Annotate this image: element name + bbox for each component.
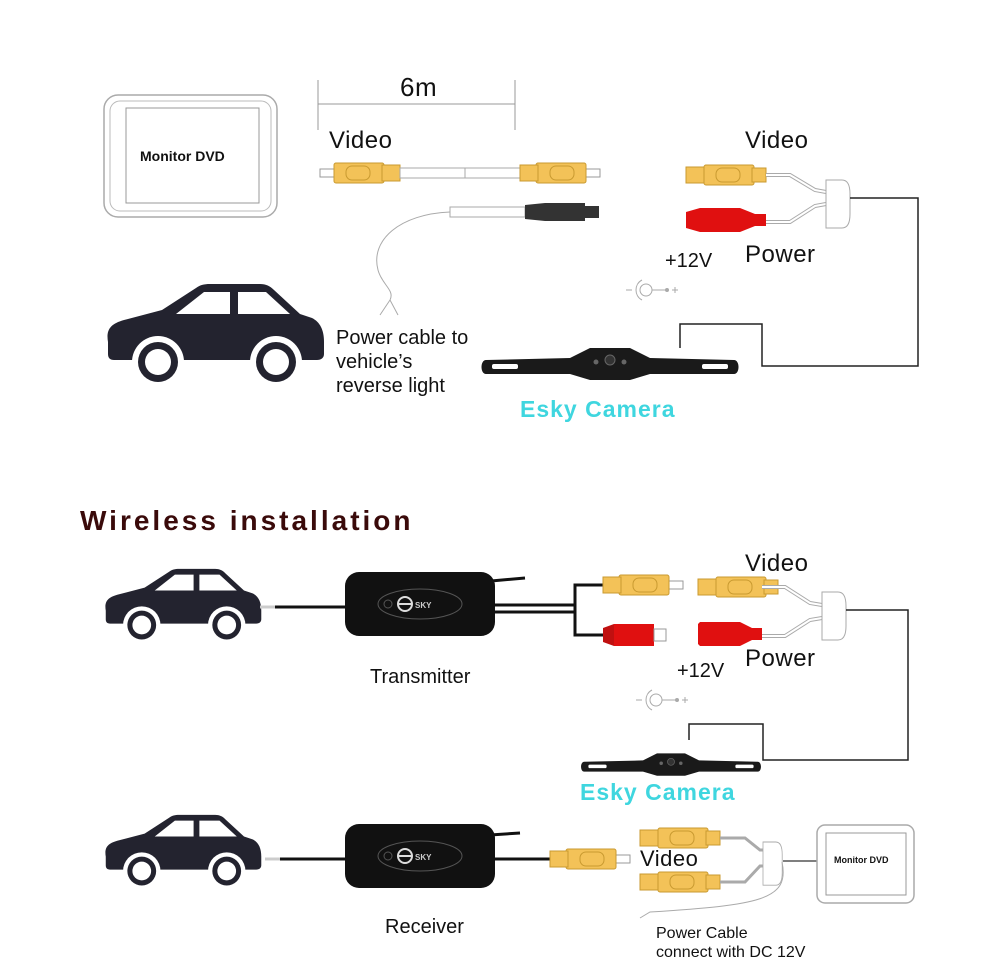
camera-harness-top [679, 164, 919, 367]
voltage-label-top: +12V [665, 250, 713, 272]
note-line-1: Power cable to [336, 327, 469, 349]
transmitter-label: Transmitter [370, 666, 471, 688]
transmitter-module [344, 571, 496, 637]
power-cable-note-bottom: Power Cable connect with DC 12V [656, 924, 805, 962]
camera-harness-wireless [688, 576, 909, 761]
monitor-dvd-bottom [816, 824, 915, 904]
esky-camera-top [481, 347, 739, 381]
transmitter-power-plug [603, 624, 667, 646]
car-icon-receiver [105, 814, 262, 890]
car-icon-top [107, 284, 325, 388]
video-label-wireless: Video [745, 550, 809, 577]
extension-cable-video [319, 162, 601, 184]
dc-jack-symbol-top [625, 279, 679, 301]
video-label-right: Video [745, 127, 809, 154]
receiver-module [344, 823, 496, 889]
extension-cable-power [376, 203, 599, 316]
dc-jack-symbol-wireless [635, 689, 689, 711]
camera-label-top: Esky Camera [520, 396, 676, 422]
esky-camera-wireless [580, 753, 762, 777]
receiver-video-plug [549, 848, 631, 870]
note-line-2: connect with DC 12V [656, 944, 806, 961]
note-line-3: reverse light [336, 375, 445, 397]
monitor-label-bottom: Monitor DVD [834, 855, 889, 865]
note-line-1: Power Cable [656, 925, 748, 942]
car-icon-transmitter [105, 568, 262, 644]
power-label-top: Power [745, 241, 816, 268]
power-label-wireless: Power [745, 645, 816, 672]
transmitter-video-plug [602, 574, 684, 596]
monitor-harness-bottom [639, 827, 818, 919]
monitor-label-top: Monitor DVD [140, 148, 225, 164]
cable-length-label: 6m [400, 72, 438, 102]
camera-label-wireless: Esky Camera [580, 779, 736, 805]
receiver-wiring [265, 831, 550, 861]
receiver-label: Receiver [385, 916, 464, 938]
power-cable-note-top: Power cable to vehicle’s reverse light [336, 326, 468, 398]
video-label-left: Video [329, 127, 393, 154]
video-label-bottom: Video [640, 846, 699, 871]
note-line-2: vehicle’s [336, 351, 413, 373]
wireless-title: Wireless installation [80, 505, 414, 536]
voltage-label-wireless: +12V [677, 660, 725, 682]
cable-length-dimension [317, 80, 516, 130]
monitor-dvd-top [103, 94, 278, 218]
